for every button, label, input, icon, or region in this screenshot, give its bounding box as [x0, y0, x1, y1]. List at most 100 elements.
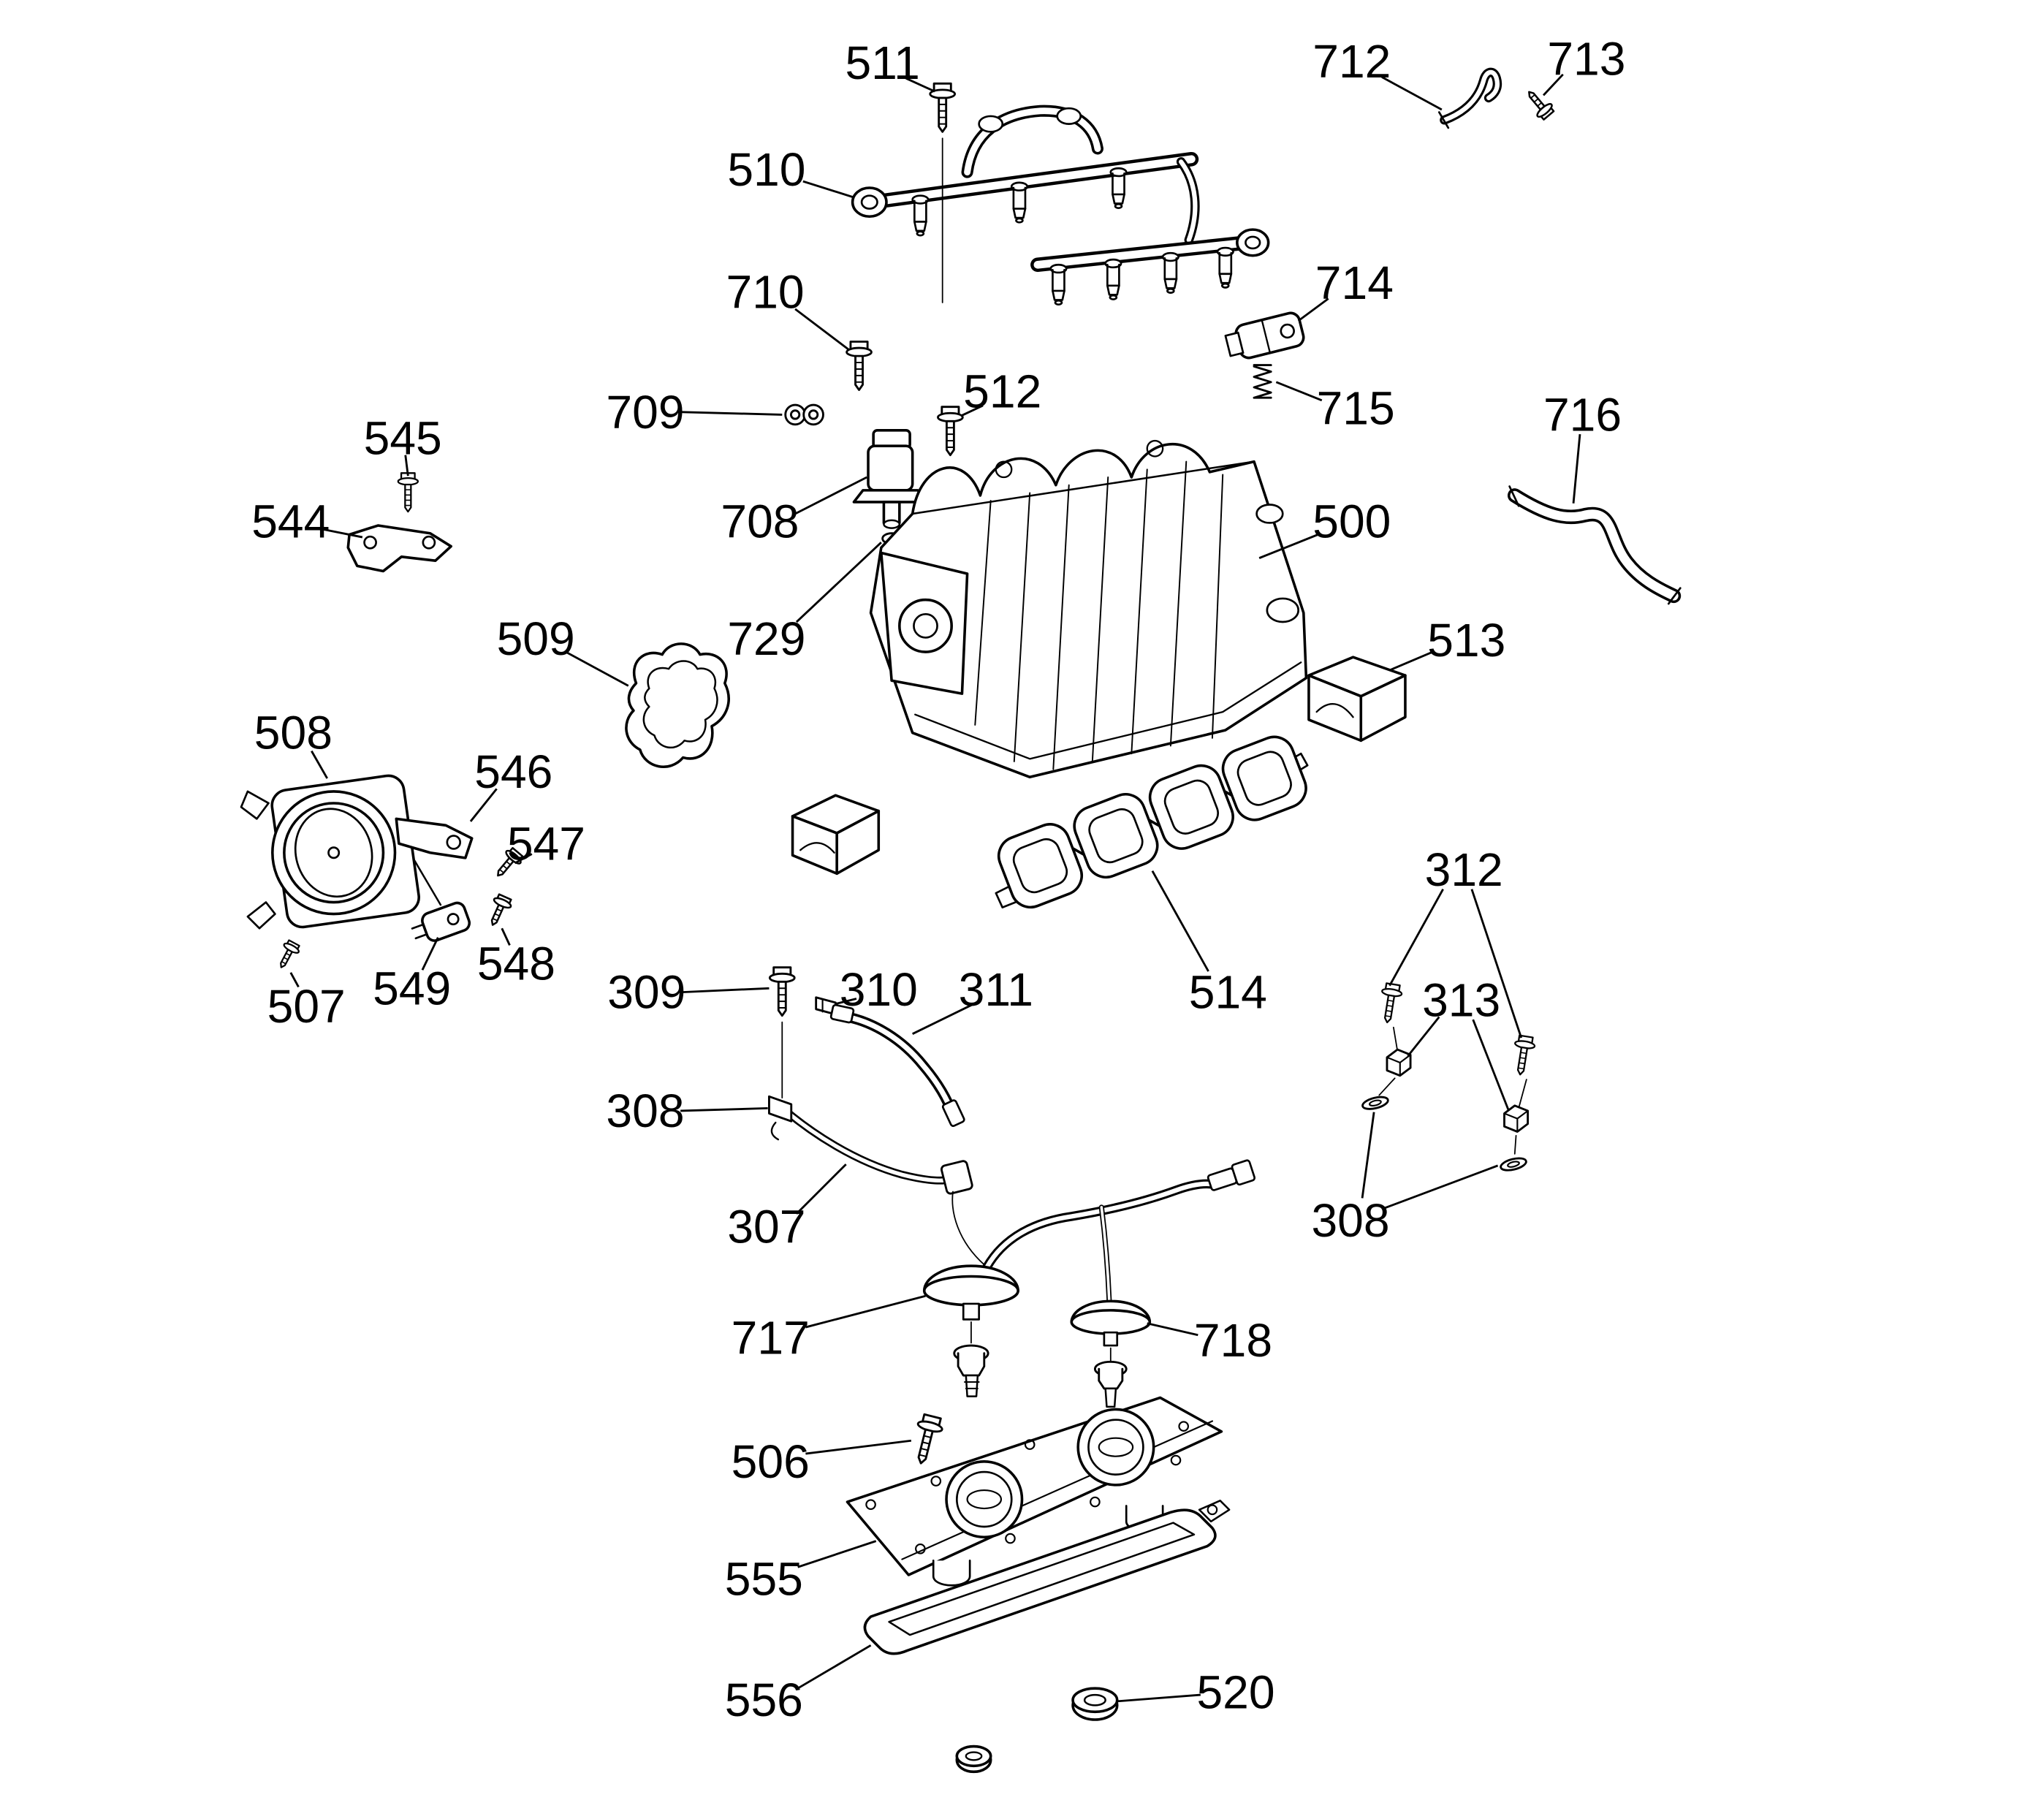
- leader-line-514: [1151, 870, 1209, 972]
- bolt-512-drawing: [936, 405, 965, 457]
- part-label-556: 556: [725, 1674, 803, 1726]
- part-label-506: 506: [732, 1435, 810, 1488]
- leader-line-717: [805, 1294, 926, 1329]
- leader-line-500: [1258, 534, 1318, 559]
- part-label-308: 308: [606, 1085, 684, 1137]
- evap-harness-drawing: [982, 1159, 1256, 1307]
- bolt-710-drawing: [845, 340, 873, 392]
- grommet-520-drawing: [1071, 1687, 1119, 1721]
- part-label-307: 307: [727, 1201, 805, 1253]
- parts-layer: [240, 67, 1682, 1774]
- leader-line-506: [805, 1439, 912, 1455]
- bolt-312-b-drawing: [1509, 1033, 1538, 1077]
- manifold-gasket-514-drawing: [995, 735, 1309, 909]
- leader-line-545: [404, 455, 409, 477]
- washer-308-b-drawing: [1500, 1157, 1527, 1172]
- part-label-308: 308: [1311, 1194, 1389, 1247]
- leader-line-308: [1383, 1164, 1499, 1210]
- clip-709-drawing: [784, 403, 824, 426]
- leader-line-313: [1472, 1019, 1510, 1110]
- part-label-311: 311: [959, 963, 1033, 1016]
- part-label-520: 520: [1196, 1666, 1274, 1719]
- part-label-508: 508: [254, 707, 333, 759]
- screw-548-drawing: [482, 892, 515, 930]
- hose-716-drawing: [1507, 485, 1682, 605]
- part-label-310: 310: [840, 963, 918, 1016]
- leader-line-549: [421, 937, 439, 971]
- bolt-309-drawing: [768, 965, 797, 1017]
- bolt-506-drawing: [907, 1412, 946, 1468]
- leader-line-309: [681, 987, 770, 994]
- leader-line-308: [1361, 1112, 1375, 1199]
- part-label-710: 710: [726, 266, 805, 319]
- leader-line-509: [565, 650, 629, 687]
- part-label-555: 555: [725, 1552, 803, 1605]
- clip-308-left-drawing: [768, 1095, 793, 1141]
- leader-line-546: [469, 788, 498, 822]
- part-label-510: 510: [727, 143, 805, 196]
- leader-line-714: [1297, 297, 1329, 322]
- leader-line-556: [797, 1644, 872, 1690]
- leader-line-513: [1388, 650, 1433, 672]
- valve-718-drawing: [1070, 1299, 1152, 1408]
- leader-line-548: [501, 927, 511, 946]
- spring-715-drawing: [1253, 364, 1272, 399]
- part-label-547: 547: [507, 817, 585, 870]
- sensor-714-drawing: [1224, 311, 1305, 360]
- leader-line-511: [905, 77, 935, 93]
- gasket-509-drawing: [625, 642, 730, 768]
- clip-313-b-drawing: [1503, 1104, 1530, 1133]
- part-label-313: 313: [1422, 973, 1500, 1026]
- leader-line-508: [311, 750, 328, 779]
- part-label-713: 713: [1547, 32, 1625, 85]
- bolt-312-a-drawing: [1376, 982, 1405, 1025]
- part-label-549: 549: [373, 962, 451, 1014]
- leader-line-712: [1381, 76, 1443, 111]
- bracket-544-drawing: [346, 524, 452, 573]
- clip-313-a-drawing: [1386, 1048, 1412, 1077]
- valve-717-drawing: [922, 1264, 1019, 1397]
- leader-line-307: [795, 1163, 847, 1215]
- leader-line-312: [1470, 889, 1523, 1039]
- leader-line-547: [514, 853, 533, 865]
- hose-311-drawing: [829, 1003, 965, 1128]
- leader-line-729: [795, 542, 882, 623]
- part-label-544: 544: [251, 496, 330, 548]
- leader-line-709: [681, 411, 783, 416]
- grommet-bottom-drawing: [955, 1744, 992, 1774]
- cover-gasket-drawing: [863, 1500, 1231, 1655]
- leader-line-310: [835, 998, 857, 1006]
- part-label-714: 714: [1315, 257, 1394, 309]
- part-label-507: 507: [267, 980, 346, 1033]
- leader-line-520: [1115, 1693, 1201, 1703]
- part-label-546: 546: [474, 745, 552, 798]
- part-label-509: 509: [497, 612, 575, 665]
- part-label-718: 718: [1194, 1314, 1272, 1367]
- throttle-body-drawing: [240, 774, 474, 930]
- foam-seal-left-drawing: [791, 794, 881, 876]
- part-label-309: 309: [607, 966, 685, 1019]
- leader-line-555: [797, 1540, 877, 1568]
- intake-manifold-drawing: [869, 439, 1308, 779]
- part-label-708: 708: [721, 496, 799, 548]
- part-label-512: 512: [963, 365, 1041, 417]
- leader-line-544: [323, 528, 363, 539]
- vent-tube-712-drawing: [1437, 67, 1502, 129]
- part-label-716: 716: [1543, 388, 1622, 441]
- tube-307-drawing: [775, 1101, 985, 1266]
- part-label-712: 712: [1312, 35, 1391, 88]
- part-label-709: 709: [606, 386, 684, 438]
- leader-line-313: [1407, 1016, 1440, 1057]
- foam-seal-513-drawing: [1307, 656, 1407, 743]
- part-label-500: 500: [1312, 496, 1391, 548]
- screw-507-drawing: [273, 938, 303, 973]
- leader-line-708: [794, 476, 867, 515]
- part-label-717: 717: [732, 1311, 810, 1364]
- leader-line-713: [1542, 73, 1564, 96]
- washer-308-a-drawing: [1361, 1096, 1389, 1110]
- part-label-545: 545: [364, 412, 442, 465]
- leader-line-510: [802, 180, 854, 198]
- leader-line-716: [1572, 434, 1581, 504]
